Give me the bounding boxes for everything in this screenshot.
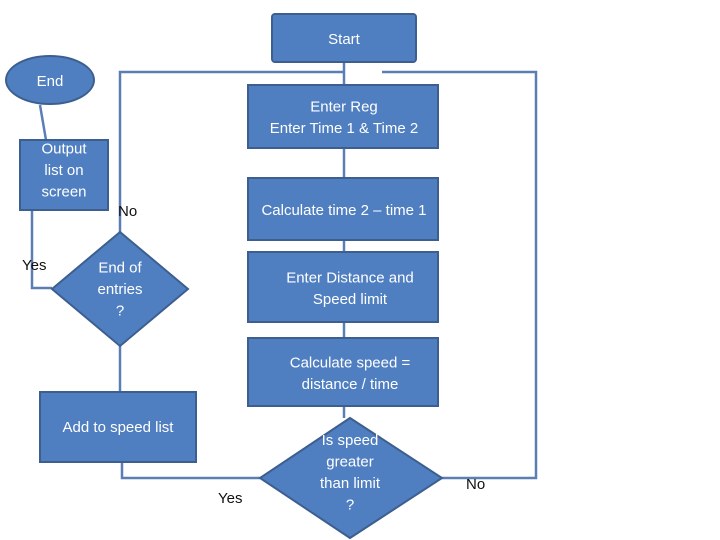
connector-is-speed-yes-to-add [120,462,260,480]
enter-reg-box [247,84,439,149]
node-calc-time: Calculate time 2 – time 1 [247,177,439,241]
enter-reg-line: Enter Reg [310,98,378,115]
node-is-speed: Is speed greater than limit? [258,416,444,540]
calc-speed-line: distance / time [302,376,399,393]
is-speed-line: than limit [320,475,381,492]
output-list-line: screen [41,184,86,201]
node-output-list: Output list on screen [19,139,109,211]
connector-loop-top-left [118,70,344,260]
edge-label-no-right: No [466,476,485,493]
end-of-entries-line: ? [116,303,124,320]
is-speed-line: ? [346,496,354,513]
node-calc-speed: Calculate speed = distance / time [247,337,439,407]
add-speed-label: Add to speed list [63,419,175,436]
connector-loop-top-right [382,70,538,480]
connector-end-check-yes-to-output [30,210,52,290]
start-line: Start [328,31,361,48]
output-list-box [19,139,109,211]
add-speed-box [39,391,197,463]
end-of-entries-line: End of [98,260,142,277]
calc-speed-line: Calculate speed = [290,354,411,371]
node-start: Start [271,13,417,63]
calc-speed-box [247,337,439,407]
calc-time-line: Calculate time 2 – time 1 [261,202,426,219]
enter-distance-box [247,251,439,323]
is-speed-diamond [258,416,444,540]
is-speed-line: greater [326,453,374,470]
node-add-speed: Add to speed list [39,391,197,463]
start-label: Start [328,31,361,48]
output-list-label: Output list on screen [41,141,87,201]
output-list-line: list on [44,162,83,179]
end-label: End [37,73,64,90]
enter-reg-line: Enter Time 1 & Time 2 [270,120,418,137]
end-terminator [5,55,95,105]
end-of-entries-line: entries [97,281,142,298]
is-speed-label: Is speed greater than limit? [320,432,381,514]
calc-time-box [247,177,439,241]
output-list-line: Output [41,141,87,158]
edge-label-yes-left: Yes [22,257,46,274]
calc-speed-label: Calculate speed = distance / time [290,354,411,393]
add-speed-line: Add to speed list [63,419,175,436]
is-speed-line: Is speed [322,432,379,449]
end-line: End [37,73,64,90]
connector-output-to-end [38,104,48,141]
end-of-entries-diamond [50,230,190,348]
connectors [30,62,538,480]
edge-label-yes-bottom: Yes [218,490,242,507]
edge-label-no-left: No [118,203,137,220]
node-end: End [5,55,95,105]
node-end-of-entries: End of entries? [50,230,190,348]
enter-distance-line: Enter Distance and [286,269,414,286]
start-box [271,13,417,63]
end-of-entries-label: End of entries? [97,260,142,320]
enter-distance-line: Speed limit [313,291,388,308]
calc-time-label: Calculate time 2 – time 1 [261,202,426,219]
